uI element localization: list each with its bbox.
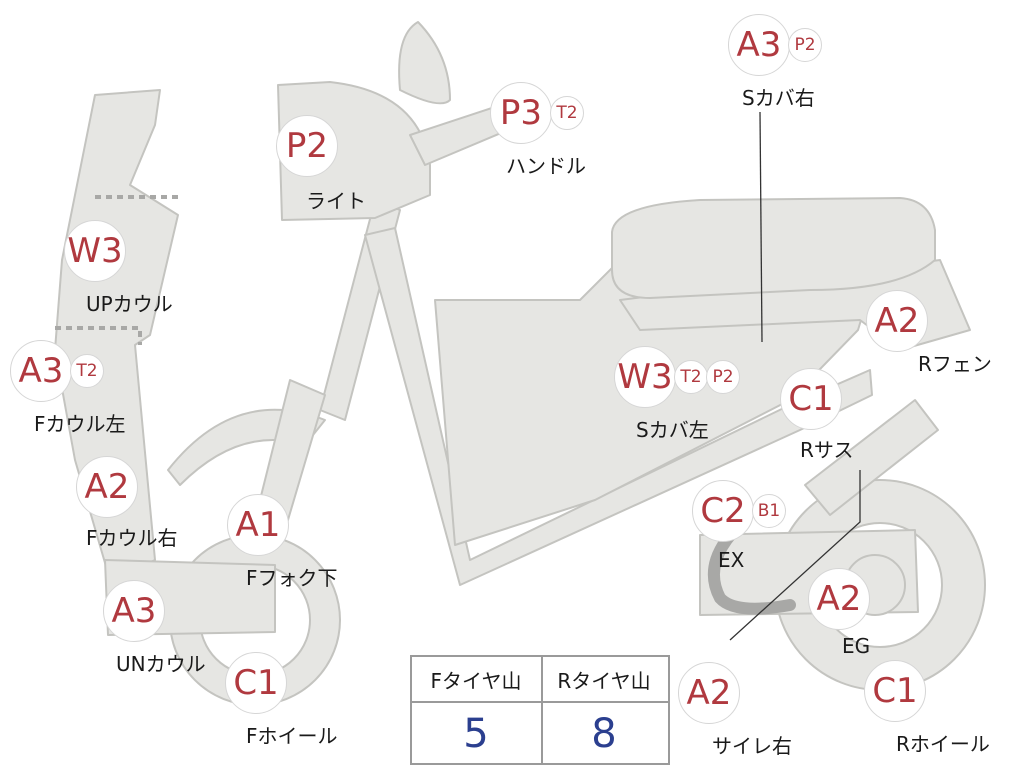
code-badge: A2 — [76, 456, 138, 518]
marker-eg: A2 — [808, 568, 870, 630]
code-badge: C1 — [225, 652, 287, 714]
front-tire-header: Fタイヤ山 — [430, 668, 522, 693]
label-r-fender: Rフェン — [918, 352, 992, 376]
label-ex: EX — [718, 548, 745, 572]
label-silencer-right: サイレ右 — [712, 734, 792, 758]
frame-tube — [364, 227, 873, 586]
leader-s-cover-right — [759, 111, 763, 343]
label-f-cowl-right: Fカウル右 — [86, 526, 178, 550]
code-badge: C1 — [780, 368, 842, 430]
code-badge: A3 — [10, 340, 72, 402]
code-badge: P2 — [276, 115, 338, 177]
code-badge: C1 — [864, 660, 926, 722]
seat — [611, 197, 936, 299]
label-f-cowl-left: Fカウル左 — [34, 412, 126, 436]
marker-r-fender: A2 — [866, 290, 928, 352]
mirror — [398, 21, 451, 105]
table-divider-vertical — [541, 657, 543, 763]
code-badge: W3 — [64, 220, 126, 282]
code-badge: P3 — [490, 82, 552, 144]
label-f-wheel: Fホイール — [246, 724, 338, 748]
label-f-fork-lower: Fフォク下 — [246, 566, 338, 590]
rear-tire-header: Rタイヤ山 — [557, 668, 651, 693]
rear-tire-value: 8 — [591, 711, 617, 757]
code-badge: A2 — [678, 662, 740, 724]
marker-ex: C2 B1 — [692, 480, 786, 542]
code-badge: A3 — [728, 14, 790, 76]
code-badge: A3 — [103, 580, 165, 642]
code-badge: A2 — [866, 290, 928, 352]
tire-tread-table: Fタイヤ山 Rタイヤ山 5 8 — [410, 655, 670, 765]
rear-shock — [804, 399, 939, 516]
label-light: ライト — [306, 189, 366, 213]
label-s-cover-right: Sカバ右 — [742, 86, 815, 110]
label-handle: ハンドル — [506, 154, 586, 178]
marker-f-cowl-left: A3 T2 — [10, 340, 104, 402]
marker-s-cover-left: W3 T2 P2 — [614, 346, 740, 408]
marker-handle: P3 T2 — [490, 82, 584, 144]
code-badge-small: B1 — [752, 494, 786, 528]
marker-silencer-right: A2 — [678, 662, 740, 724]
marker-f-fork-lower: A1 — [227, 494, 289, 556]
label-r-sus: Rサス — [800, 438, 854, 462]
label-s-cover-left: Sカバ左 — [636, 418, 709, 442]
code-badge: W3 — [614, 346, 676, 408]
leader-silencer — [729, 470, 861, 641]
marker-r-sus: C1 — [780, 368, 842, 430]
marker-f-wheel: C1 — [225, 652, 287, 714]
label-r-wheel: Rホイール — [896, 732, 990, 756]
code-badge: C2 — [692, 480, 754, 542]
label-eg: EG — [842, 634, 871, 658]
code-badge-small: P2 — [788, 28, 822, 62]
marker-un-cowl: A3 — [103, 580, 165, 642]
code-badge-small: T2 — [674, 360, 708, 394]
code-badge: A1 — [227, 494, 289, 556]
code-badge-small: P2 — [706, 360, 740, 394]
exhaust-pipe — [707, 514, 796, 615]
code-badge: A2 — [808, 568, 870, 630]
marker-up-cowl: W3 — [64, 220, 126, 282]
marker-f-cowl-right: A2 — [76, 456, 138, 518]
label-un-cowl: UNカウル — [116, 652, 206, 676]
marker-light: P2 — [276, 115, 338, 177]
code-badge-small: T2 — [550, 96, 584, 130]
marker-s-cover-right: A3 P2 — [728, 14, 822, 76]
label-up-cowl: UPカウル — [86, 292, 173, 316]
marker-r-wheel: C1 — [864, 660, 926, 722]
code-badge-small: T2 — [70, 354, 104, 388]
table-divider-horizontal — [412, 701, 668, 703]
front-tire-value: 5 — [463, 711, 489, 757]
